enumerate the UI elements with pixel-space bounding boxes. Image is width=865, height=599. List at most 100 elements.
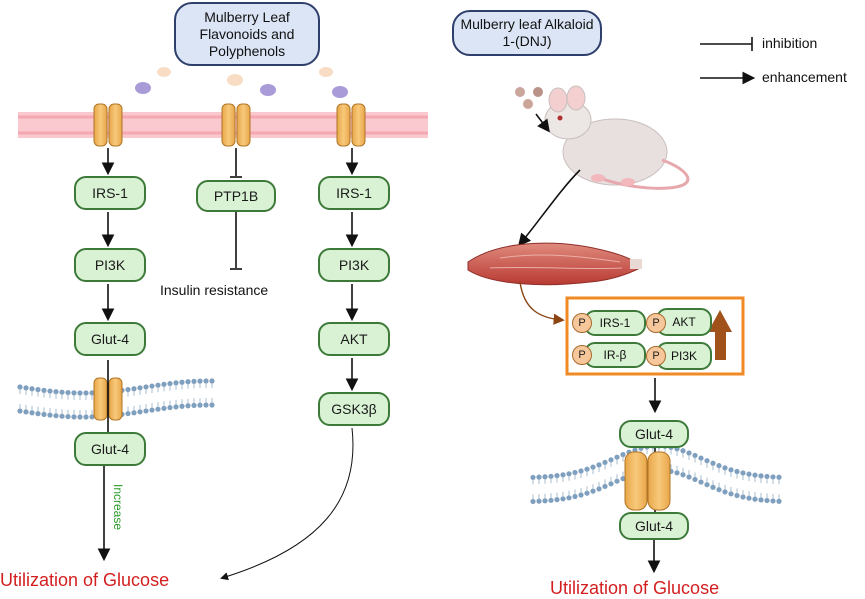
flavonoids-callout: Mulberry Leaf Flavonoids and Polyphenols <box>174 2 320 66</box>
lipid-head <box>197 402 203 408</box>
lipid-head <box>185 403 191 409</box>
lipid-head <box>590 488 596 494</box>
lipid-head <box>173 404 179 410</box>
lipid-head <box>203 402 209 408</box>
lipid-head <box>83 390 89 396</box>
mouse-illustration <box>543 85 690 190</box>
lipid-head <box>53 389 59 395</box>
compound-dots <box>135 67 543 109</box>
lipid-head <box>41 411 47 417</box>
lipid-head <box>173 380 179 386</box>
lipid-head <box>125 386 131 393</box>
lipid-head <box>614 454 620 460</box>
phospho-marker: P <box>646 346 666 366</box>
lipid-head <box>35 411 41 417</box>
lipid-head <box>692 476 698 483</box>
lipid-head <box>686 474 692 480</box>
right-glucose-utilization-label: Utilization of Glucose <box>550 578 720 598</box>
lipid-head <box>47 388 53 394</box>
lipid-head <box>698 455 704 461</box>
akt-node: AKT <box>318 322 390 356</box>
legend-inhibition: inhibition <box>762 35 818 51</box>
lipid-head <box>722 489 728 495</box>
lipid-head <box>161 381 167 387</box>
lipid-head <box>596 462 602 468</box>
lipid-head <box>710 460 716 466</box>
lipid-head <box>632 447 638 453</box>
lipid-head <box>542 498 548 504</box>
ptp1b-node: PTP1B <box>196 180 276 212</box>
lipid-head <box>752 472 758 478</box>
gsk3b-node: GSK3β <box>318 392 390 426</box>
lipid-head <box>71 414 77 420</box>
phospho-marker: P <box>646 313 666 333</box>
lipid-head <box>89 390 95 396</box>
lipid-head <box>608 481 614 487</box>
lipid-head <box>143 384 149 390</box>
arrow <box>535 113 550 133</box>
lipid-head <box>680 472 686 478</box>
lipid-head <box>191 378 197 384</box>
lipid-head <box>776 474 782 480</box>
glut4-transporter-left <box>93 377 123 421</box>
lipid-head <box>608 457 614 463</box>
lipid-head <box>620 476 626 482</box>
lipid-head <box>752 496 758 502</box>
lipid-head <box>59 389 65 395</box>
lipid-head <box>584 490 590 496</box>
lipid-head <box>77 390 83 396</box>
glut4-node: Glut-4 <box>74 432 146 466</box>
lipid-head <box>155 382 161 388</box>
lipid-head <box>23 385 29 391</box>
lipid-head <box>131 410 137 416</box>
lipid-head <box>536 474 542 480</box>
phospho-marker: P <box>572 313 592 333</box>
lipid-head <box>209 402 215 408</box>
lipid-head <box>698 479 704 485</box>
lipid-head <box>143 408 149 414</box>
lipid-head <box>530 498 536 505</box>
lipid-head <box>728 491 734 497</box>
legend-symbols <box>700 37 756 85</box>
lipid-head <box>734 492 740 499</box>
phospho-marker: P <box>572 345 592 365</box>
lipid-head <box>572 493 578 500</box>
lipid-head <box>770 474 776 480</box>
glut4-node: Glut-4 <box>74 322 146 356</box>
lipid-head <box>137 409 143 415</box>
lipid-head <box>704 458 710 464</box>
lipid-head <box>155 406 161 412</box>
lipid-head <box>77 414 83 420</box>
lipid-head <box>740 494 746 500</box>
legend-enhancement: enhancement <box>762 69 847 85</box>
lipid-head <box>758 473 764 479</box>
lipid-head <box>764 497 770 504</box>
glut4-top-node: Glut-4 <box>619 420 689 448</box>
lipid-head <box>674 470 680 476</box>
lipid-head <box>590 464 596 470</box>
lipid-head <box>692 452 698 459</box>
receptor-2 <box>221 103 251 147</box>
lipid-head <box>584 466 590 472</box>
lipid-head <box>746 495 752 501</box>
lipid-head <box>530 474 536 481</box>
lipid-head <box>137 385 143 391</box>
lipid-head <box>572 469 578 476</box>
pi3k-node: PI3K <box>318 248 390 282</box>
lipid-head <box>23 409 29 415</box>
lipid-head <box>35 387 41 393</box>
lipid-head <box>560 472 566 478</box>
lipid-head <box>89 414 95 420</box>
lipid-head <box>149 407 155 413</box>
lipid-head <box>728 467 734 473</box>
dnj-callout: Mulberry leaf Alkaloid 1-(DNJ) <box>452 10 602 56</box>
lipid-head <box>17 384 23 390</box>
irs1-node: IRS-1 <box>74 176 146 210</box>
pi3k-node: PI3K <box>74 248 146 282</box>
irs1-node: IRS-1 <box>318 176 390 210</box>
muscle-to-box-arrow <box>519 281 565 325</box>
lipid-head <box>596 486 602 492</box>
lipid-head <box>83 414 89 420</box>
increase-label: Increase <box>111 484 125 531</box>
